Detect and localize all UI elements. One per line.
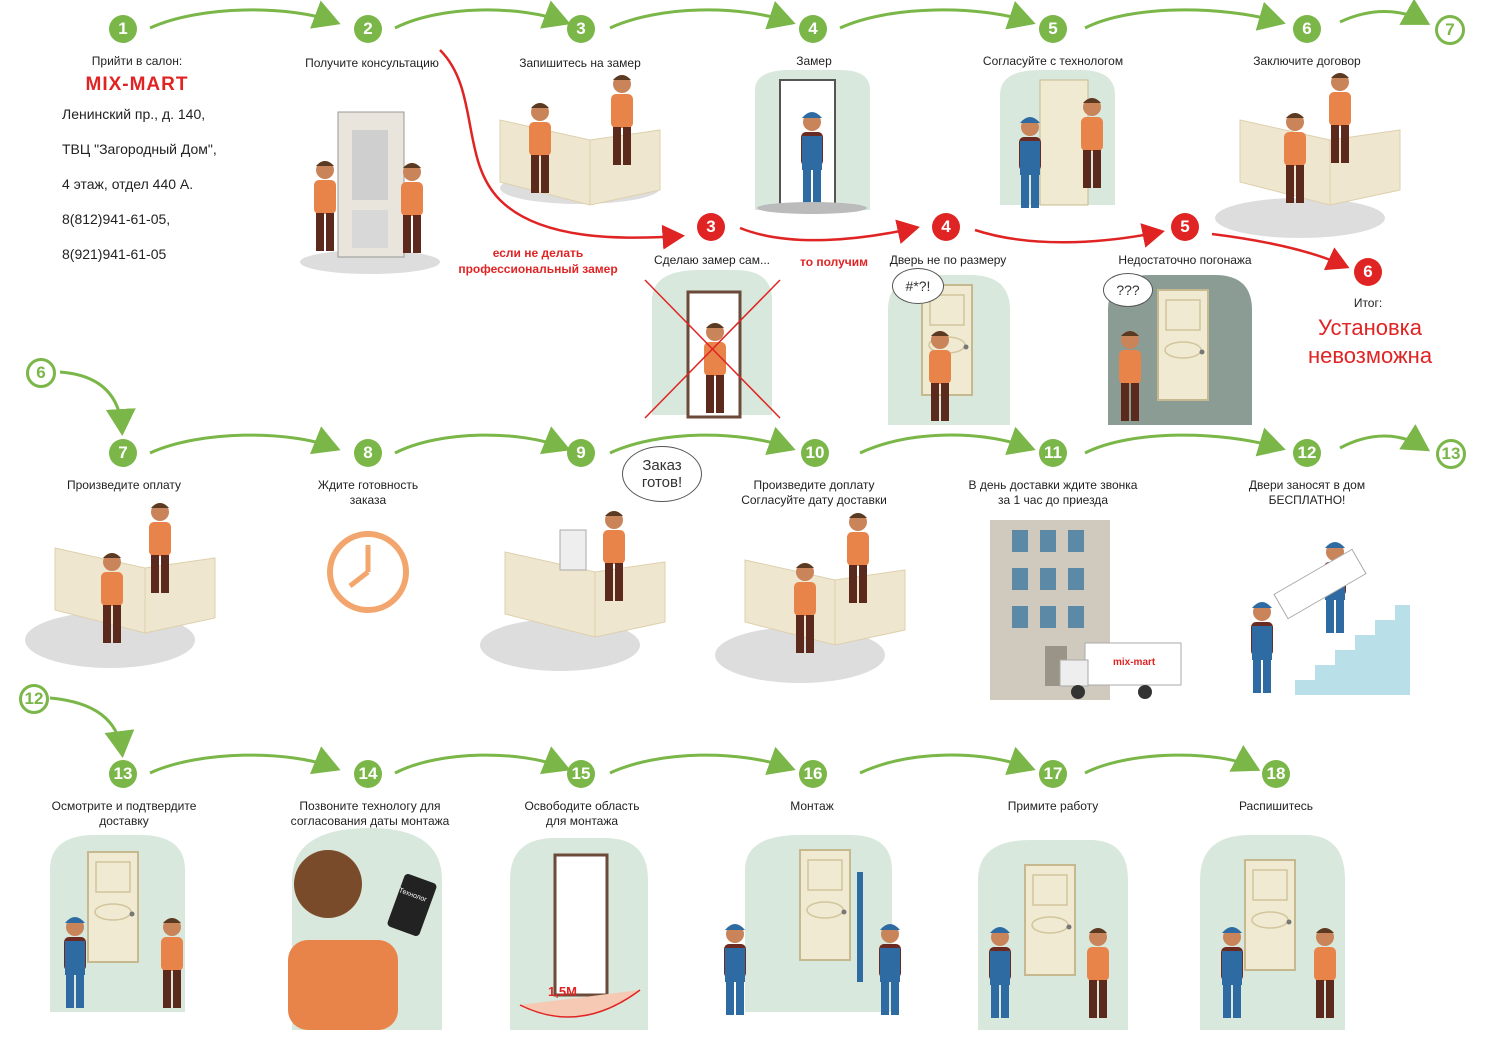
- bad-step-badge: 6: [1354, 258, 1382, 286]
- final-payment-scene: [715, 513, 906, 683]
- step-badge: 17: [1039, 760, 1067, 788]
- bad-step-badge: 3: [697, 213, 725, 241]
- bad-step-label: Дверь не по размеру: [889, 253, 1007, 267]
- order-ready-scene: [480, 511, 666, 671]
- truck-logo: mix-mart: [1113, 657, 1156, 668]
- outcome-title: Итог:: [1353, 296, 1383, 310]
- step-badge: 13: [109, 760, 137, 788]
- step-label: Ждите готовность заказа: [317, 478, 419, 507]
- step-label: Монтаж: [790, 799, 834, 813]
- step-label: Запишитесь на замер: [519, 56, 641, 70]
- step-badge: 11: [1039, 439, 1067, 467]
- prev-step-ref: 6: [26, 358, 56, 388]
- installation-scene: [724, 835, 901, 1015]
- step-badge: 12: [1293, 439, 1321, 467]
- step-label: Осмотрите и подтвердите доставку: [51, 799, 197, 828]
- step-badge: 7: [109, 439, 137, 467]
- step-badge: 9: [567, 439, 595, 467]
- building-scene: [990, 520, 1182, 700]
- step-label: Согласуйте с технологом: [982, 54, 1124, 68]
- step-badge: 14: [354, 760, 382, 788]
- inspect-delivery-scene: [50, 835, 185, 1012]
- question-bubble: ???: [1103, 273, 1153, 307]
- next-step-ref: 7: [1435, 15, 1465, 45]
- clock-icon: [327, 531, 409, 613]
- branch-label: если не делать профессиональный замер: [458, 246, 618, 276]
- booking-scene: [499, 75, 661, 206]
- step-badge: 8: [354, 439, 382, 467]
- step-badge: 15: [567, 760, 595, 788]
- angry-bubble: #*?!: [892, 268, 944, 304]
- no-trim-scene: [1108, 275, 1252, 425]
- next-step-ref: 13: [1436, 439, 1466, 469]
- step-badge: 1: [109, 15, 137, 43]
- consultation-scene: [300, 111, 440, 274]
- phone-call-scene: [288, 828, 442, 1030]
- phone-line: 8(921)941-61-05: [62, 246, 167, 262]
- accept-work-scene: [978, 840, 1128, 1030]
- step-label: Освободите область для монтажа: [524, 799, 640, 828]
- sign-scene: [1200, 835, 1345, 1030]
- prev-step-ref: 12: [19, 684, 49, 714]
- measure-scene: [755, 70, 870, 214]
- contract-scene: [1215, 73, 1401, 238]
- step-label: Замер: [796, 54, 832, 68]
- order-ready-bubble: Заказ готов!: [622, 446, 702, 502]
- salon-intro: Прийти в салон:: [91, 54, 183, 68]
- bad-step-badge: 4: [932, 213, 960, 241]
- step-badge: 18: [1262, 760, 1290, 788]
- bad-step-badge: 5: [1171, 213, 1199, 241]
- technologist-scene: [1000, 70, 1115, 208]
- bad-step-label: Сделаю замер сам...: [654, 253, 770, 267]
- brand-name: MIX-MART: [85, 74, 189, 95]
- step-badge: 16: [799, 760, 827, 788]
- clearance-label: 1,5М: [548, 984, 577, 999]
- stairs-scene: [1222, 542, 1410, 695]
- step-badge: 2: [354, 15, 382, 43]
- payment-scene: [25, 503, 216, 668]
- wrong-size-scene: [888, 275, 1010, 425]
- step-label: Произведите доплату Согласуйте дату дост…: [741, 478, 887, 507]
- phone-line: 8(812)941-61-05,: [62, 211, 171, 227]
- step-label: Получите консультацию: [305, 56, 439, 70]
- step-label: Произведите оплату: [66, 478, 182, 492]
- step-badge: 4: [799, 15, 827, 43]
- bad-step-label: Недостаточно погонажа: [1118, 253, 1252, 267]
- outcome-text: Установка невозможна: [1307, 315, 1433, 368]
- step-label: Заключите договор: [1253, 54, 1361, 68]
- step-badge: 5: [1039, 15, 1067, 43]
- address-line: Ленинский пр., д. 140,: [62, 106, 206, 122]
- result-label: то получим: [799, 255, 869, 269]
- step-label: Позвоните технологу для согласования дат…: [290, 799, 450, 828]
- address-line: ТВЦ "Загородный Дом",: [62, 141, 217, 157]
- step-badge: 6: [1293, 15, 1321, 43]
- clear-area-scene: [510, 838, 648, 1030]
- self-measure-scene: [644, 270, 781, 419]
- step-label: Двери заносят в дом БЕСПЛАТНО!: [1248, 478, 1366, 507]
- address-line: 4 этаж, отдел 440 А.: [62, 176, 194, 192]
- step-label: В день доставки ждите звонка за 1 час до…: [968, 478, 1138, 507]
- step-label: Распишитесь: [1238, 799, 1314, 813]
- step-badge: 3: [567, 15, 595, 43]
- step-label: Примите работу: [1007, 799, 1099, 813]
- step-badge: 10: [801, 439, 829, 467]
